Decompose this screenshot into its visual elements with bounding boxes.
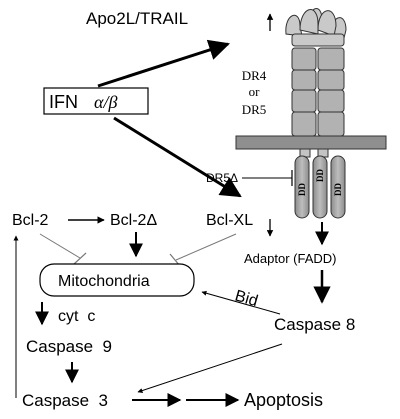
transmembrane-stalk <box>299 148 329 158</box>
bcl2-inhibit-line <box>39 233 81 259</box>
dd-label-3: DD <box>333 183 343 196</box>
death-receptor: DD DD DD DR4 or DR5 <box>235 8 387 219</box>
ifn-box: IFN α/β <box>43 87 149 115</box>
bcl2-label: Bcl-2 <box>12 212 49 229</box>
arrow-ifn-to-trail <box>97 39 230 88</box>
mitochondria-box: Mitochondria <box>39 263 195 297</box>
or-label: or <box>249 84 261 99</box>
adaptor-fadd-label: Adaptor (FADD) <box>244 251 336 266</box>
arrow-caspase8-to-caspase3 <box>137 343 283 393</box>
apo2l-trail-label: Apo2L/TRAIL <box>86 9 188 28</box>
dr4-label: DR4 <box>242 68 267 83</box>
death-domain-1 <box>294 155 310 219</box>
dd-label-2: DD <box>315 169 325 182</box>
death-domain-3 <box>330 155 346 219</box>
dr5-delta-label: DR5Δ <box>206 171 238 185</box>
ligand-trimer <box>285 8 347 47</box>
cyt-c-label: cyt c <box>58 308 95 325</box>
caspase8-label: Caspase 8 <box>274 315 355 334</box>
receptor-chain-left <box>291 47 317 137</box>
bclxl-inhibit-line <box>175 233 237 261</box>
dd-label-1: DD <box>297 183 307 196</box>
ifn-alpha-beta-label: α/β <box>94 92 117 112</box>
ifn-label: IFN <box>49 92 78 112</box>
bid-label: Bid <box>233 288 260 311</box>
dr5-label: DR5 <box>242 102 267 117</box>
caspase3-label: Caspase 3 <box>22 391 108 410</box>
caspase9-label: Caspase 9 <box>26 337 112 356</box>
arrow-ifn-to-bclxl <box>113 116 242 198</box>
death-domains <box>294 155 346 219</box>
bcl2-delta-label: Bcl-2Δ <box>110 212 157 229</box>
cell-membrane <box>235 135 387 150</box>
bcl2-inhibit-bar <box>73 252 87 265</box>
receptor-chain-right <box>317 47 345 137</box>
apoptosis-label: Apoptosis <box>244 390 323 410</box>
arrow-caspase8-to-mito <box>201 290 281 315</box>
death-domain-2 <box>312 155 328 219</box>
bclxl-label: Bcl-XL <box>206 212 253 229</box>
mitochondria-label: Mitochondria <box>58 273 150 290</box>
